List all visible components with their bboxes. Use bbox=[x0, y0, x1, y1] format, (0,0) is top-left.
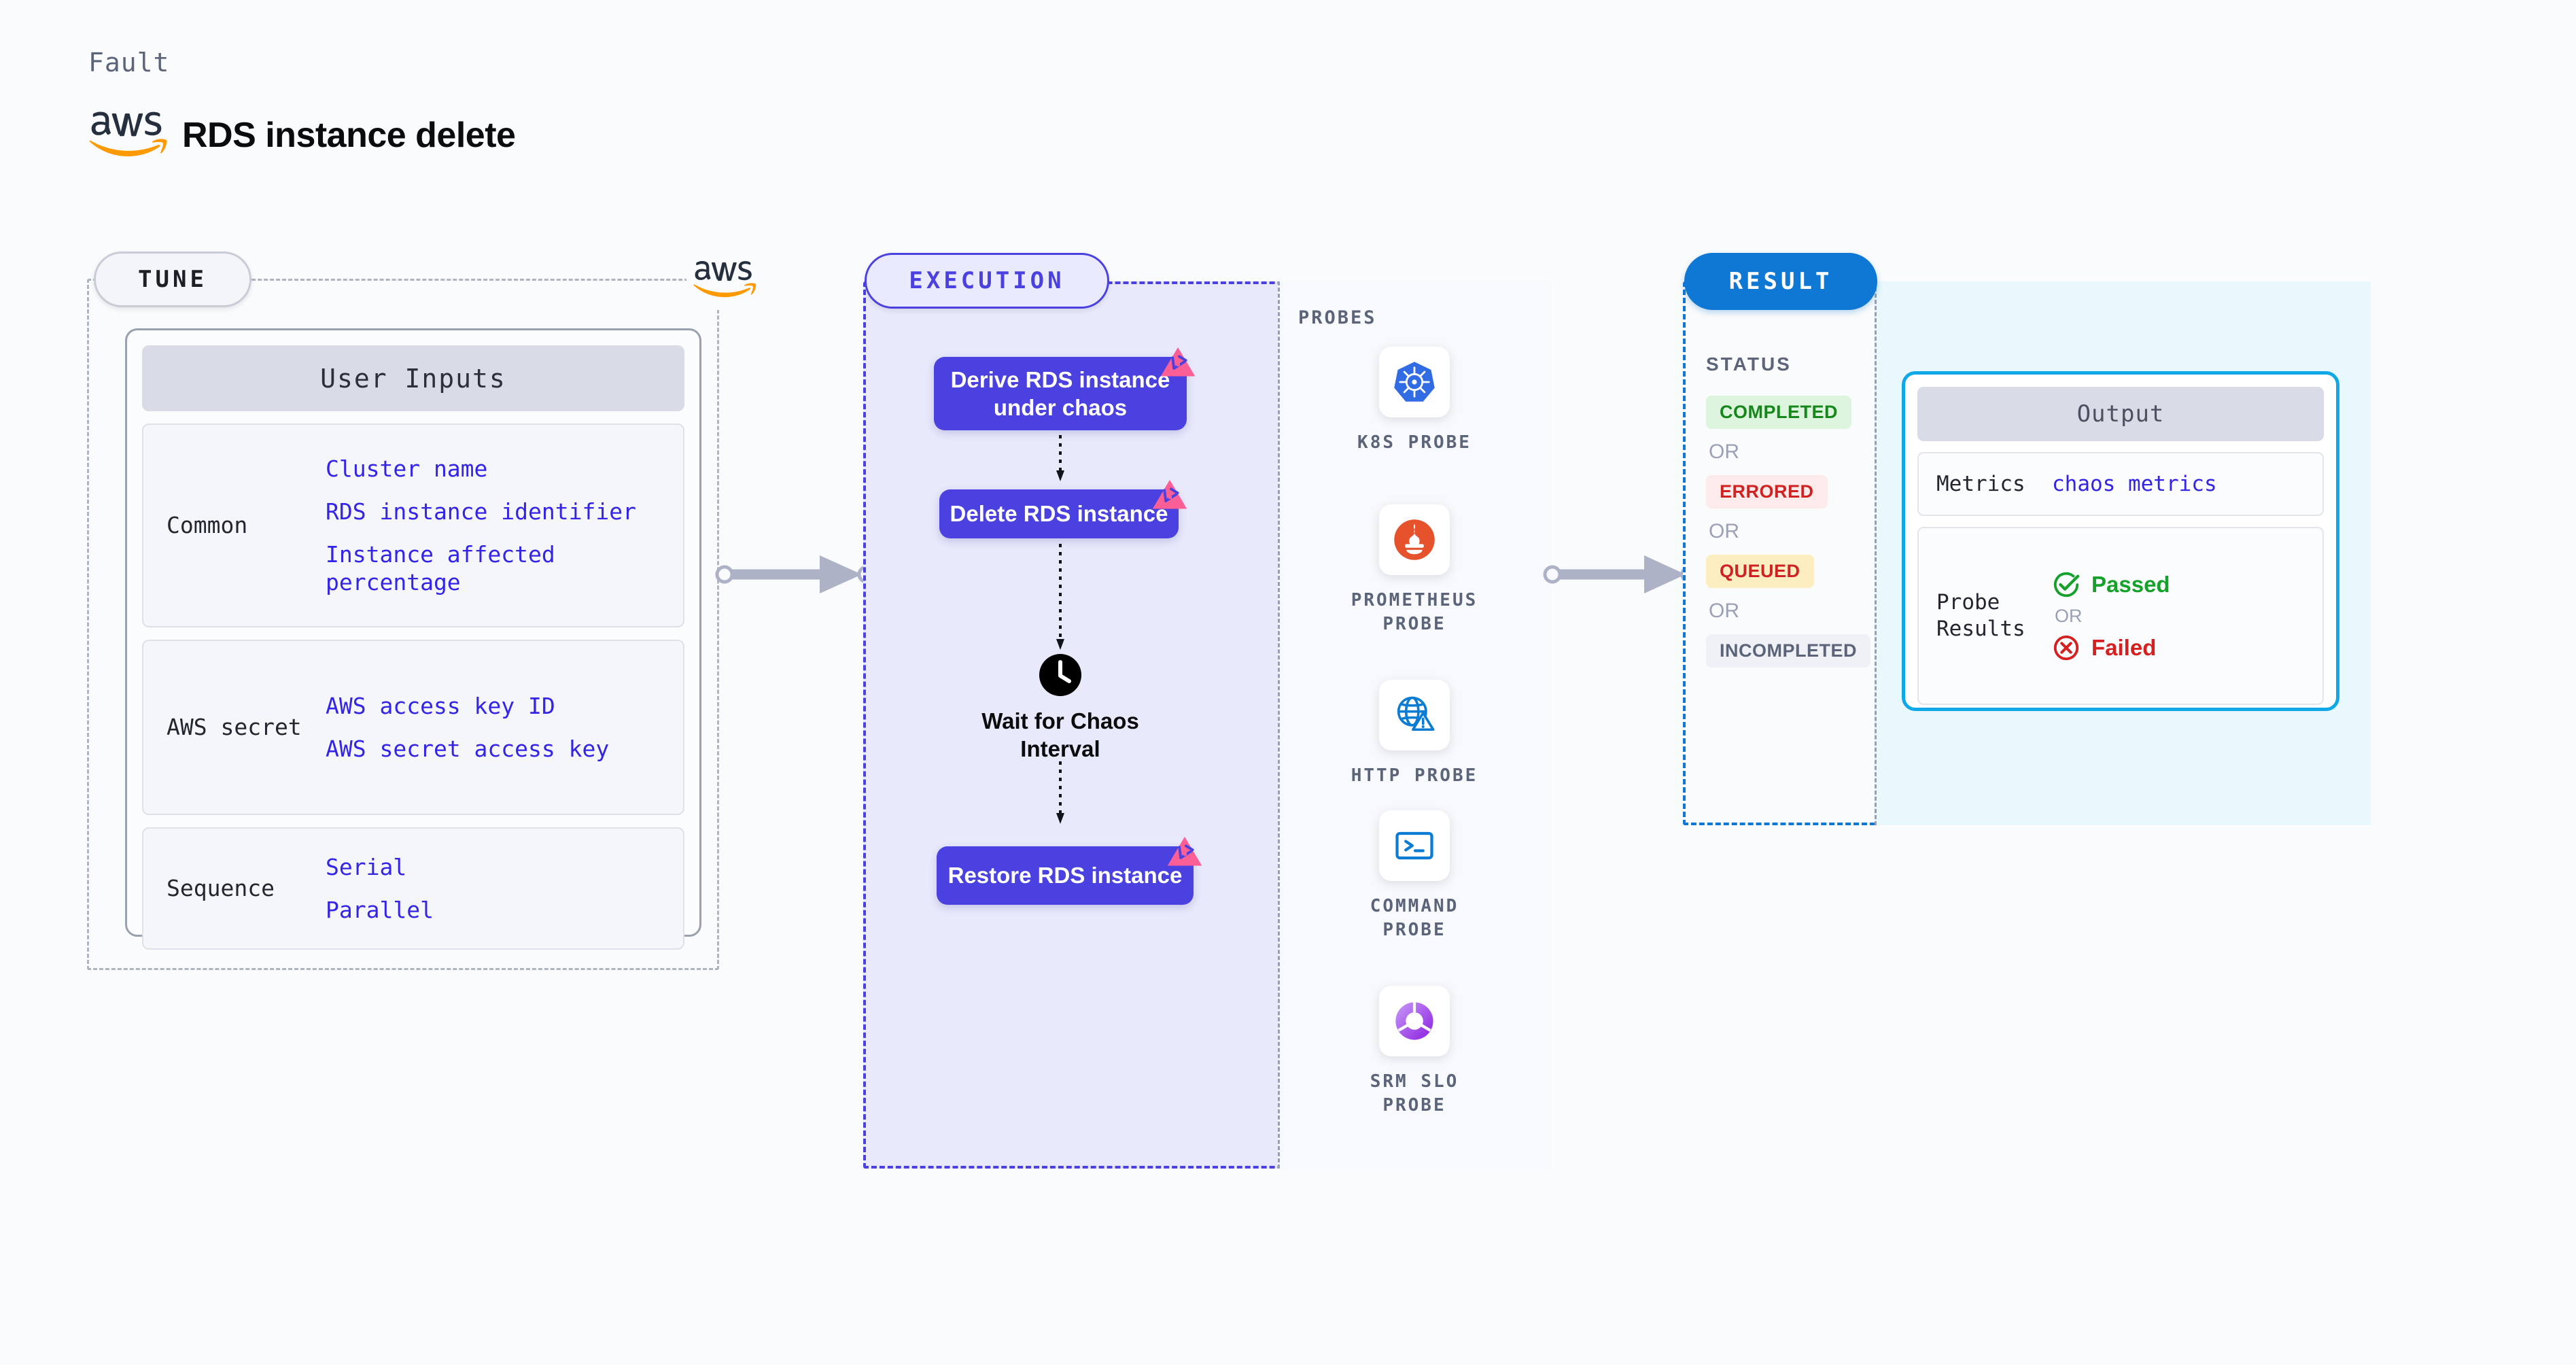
probe-label: K8S PROBE bbox=[1357, 432, 1472, 453]
flow-arrow-3 bbox=[1056, 761, 1065, 827]
input-value[interactable]: AWS secret access key bbox=[326, 736, 610, 762]
flow-arrow-1 bbox=[1056, 435, 1065, 484]
tune-stage-pill[interactable]: TUNE bbox=[94, 252, 251, 307]
output-card: Output Metrics chaos metrics Probe Resul… bbox=[1902, 371, 2339, 711]
input-value[interactable]: Instance affected percentage bbox=[326, 541, 555, 596]
litmus-logo-icon bbox=[1164, 833, 1206, 875]
page-title-row: RDS instance delete bbox=[87, 110, 516, 160]
flow-node-label: Restore RDS instance bbox=[947, 863, 1183, 888]
x-circle-icon bbox=[2052, 634, 2081, 662]
kubernetes-icon bbox=[1379, 347, 1450, 417]
status-badge-completed: COMPLETED bbox=[1706, 396, 1852, 429]
tune-stage-boundary bbox=[87, 279, 719, 970]
http-globe-warning-icon bbox=[1379, 680, 1450, 750]
probe-item-srm-slo[interactable]: SRM SLO PROBE bbox=[1309, 986, 1520, 1118]
status-or-label: OR bbox=[1709, 440, 1739, 463]
litmus-logo-icon bbox=[1149, 476, 1191, 518]
probe-item-k8s[interactable]: K8S PROBE bbox=[1309, 347, 1520, 455]
connector-tune-to-execution bbox=[715, 552, 876, 597]
litmus-logo-icon bbox=[1157, 343, 1199, 385]
page-eyebrow: Fault bbox=[88, 48, 170, 77]
probes-title: PROBES bbox=[1298, 307, 1377, 328]
status-or-label: OR bbox=[1709, 520, 1739, 542]
flow-node-label: Delete RDS instance bbox=[950, 501, 1168, 527]
flow-node-delete-rds-instance[interactable]: Delete RDS instance bbox=[939, 479, 1187, 538]
probe-label: COMMAND PROBE bbox=[1370, 896, 1459, 941]
output-title: Output bbox=[1917, 387, 2324, 441]
status-badge-incompleted: INCOMPLETED bbox=[1706, 634, 1871, 668]
connector-execution-to-result bbox=[1543, 552, 1699, 597]
input-group-sequence: Sequence Serial Parallel bbox=[142, 827, 684, 950]
status-list: COMPLETED OR ERRORED OR QUEUED OR INCOMP… bbox=[1706, 396, 1876, 668]
probe-failed-label: Failed bbox=[2091, 634, 2157, 660]
tune-aws-logo-icon bbox=[686, 250, 761, 310]
output-row-label: Probe Results bbox=[1936, 590, 2025, 641]
user-inputs-card: User Inputs Common Cluster name RDS inst… bbox=[125, 328, 701, 950]
input-group-label: AWS secret bbox=[167, 713, 302, 740]
input-group-values: Serial Parallel bbox=[326, 853, 434, 925]
probe-or-label: OR bbox=[2055, 605, 2083, 626]
check-circle-icon bbox=[2052, 570, 2081, 599]
input-group-values: Cluster name RDS instance identifier Ins… bbox=[326, 455, 645, 597]
input-group-label: Common bbox=[167, 511, 248, 538]
probe-item-prometheus[interactable]: PROMETHEUS PROBE bbox=[1309, 504, 1520, 636]
flow-node-wait-for-chaos-interval[interactable]: Wait for Chaos Interval bbox=[958, 653, 1162, 763]
status-badge-queued: QUEUED bbox=[1706, 555, 1814, 588]
output-row-label: Metrics bbox=[1936, 471, 2025, 496]
probe-item-http[interactable]: HTTP PROBE bbox=[1309, 680, 1520, 788]
probe-result-passed: Passed bbox=[2052, 570, 2170, 599]
clock-icon bbox=[1038, 653, 1083, 697]
probe-results-values: Passed OR Failed bbox=[2052, 570, 2170, 662]
status-or-label: OR bbox=[1709, 600, 1739, 622]
input-group-aws-secret: AWS secret AWS access key ID AWS secret … bbox=[142, 640, 684, 815]
metrics-value[interactable]: chaos metrics bbox=[2052, 472, 2217, 496]
flow-arrow-2 bbox=[1056, 544, 1065, 653]
result-stage-pill[interactable]: RESULT bbox=[1684, 253, 1877, 310]
probe-label: SRM SLO PROBE bbox=[1370, 1071, 1459, 1116]
output-row-metrics: Metrics chaos metrics bbox=[1917, 452, 2324, 516]
aws-logo-icon bbox=[87, 110, 167, 160]
probe-result-failed: Failed bbox=[2052, 634, 2170, 662]
probe-item-command[interactable]: COMMAND PROBE bbox=[1309, 810, 1520, 942]
user-inputs-title: User Inputs bbox=[142, 345, 684, 411]
page-title: RDS instance delete bbox=[182, 116, 516, 155]
terminal-icon bbox=[1379, 810, 1450, 881]
input-group-common: Common Cluster name RDS instance identif… bbox=[142, 424, 684, 627]
prometheus-icon bbox=[1379, 504, 1450, 575]
flow-node-restore-rds-instance[interactable]: Restore RDS instance bbox=[937, 836, 1202, 905]
input-value[interactable]: AWS access key ID bbox=[326, 692, 555, 719]
flow-node-label: Wait for Chaos Interval bbox=[981, 708, 1139, 762]
input-group-values: AWS access key ID AWS secret access key bbox=[326, 692, 609, 763]
probe-label: PROMETHEUS PROBE bbox=[1351, 590, 1478, 635]
input-group-label: Sequence bbox=[167, 874, 275, 901]
srm-slo-icon bbox=[1379, 986, 1450, 1056]
input-value[interactable]: Parallel bbox=[326, 897, 434, 923]
probe-label: HTTP PROBE bbox=[1351, 765, 1478, 786]
input-value[interactable]: RDS instance identifier bbox=[326, 498, 636, 525]
input-value[interactable]: Serial bbox=[326, 853, 407, 880]
execution-stage-pill[interactable]: EXECUTION bbox=[865, 253, 1109, 309]
input-value[interactable]: Cluster name bbox=[326, 455, 488, 482]
status-badge-errored: ERRORED bbox=[1706, 475, 1828, 508]
output-row-probe-results: Probe Results Passed OR bbox=[1917, 527, 2324, 705]
status-title: STATUS bbox=[1706, 353, 1792, 375]
flow-node-derive-rds-instance[interactable]: Derive RDS instance under chaos bbox=[934, 347, 1196, 430]
probe-passed-label: Passed bbox=[2091, 571, 2170, 597]
flow-node-label: Derive RDS instance under chaos bbox=[950, 366, 1170, 420]
